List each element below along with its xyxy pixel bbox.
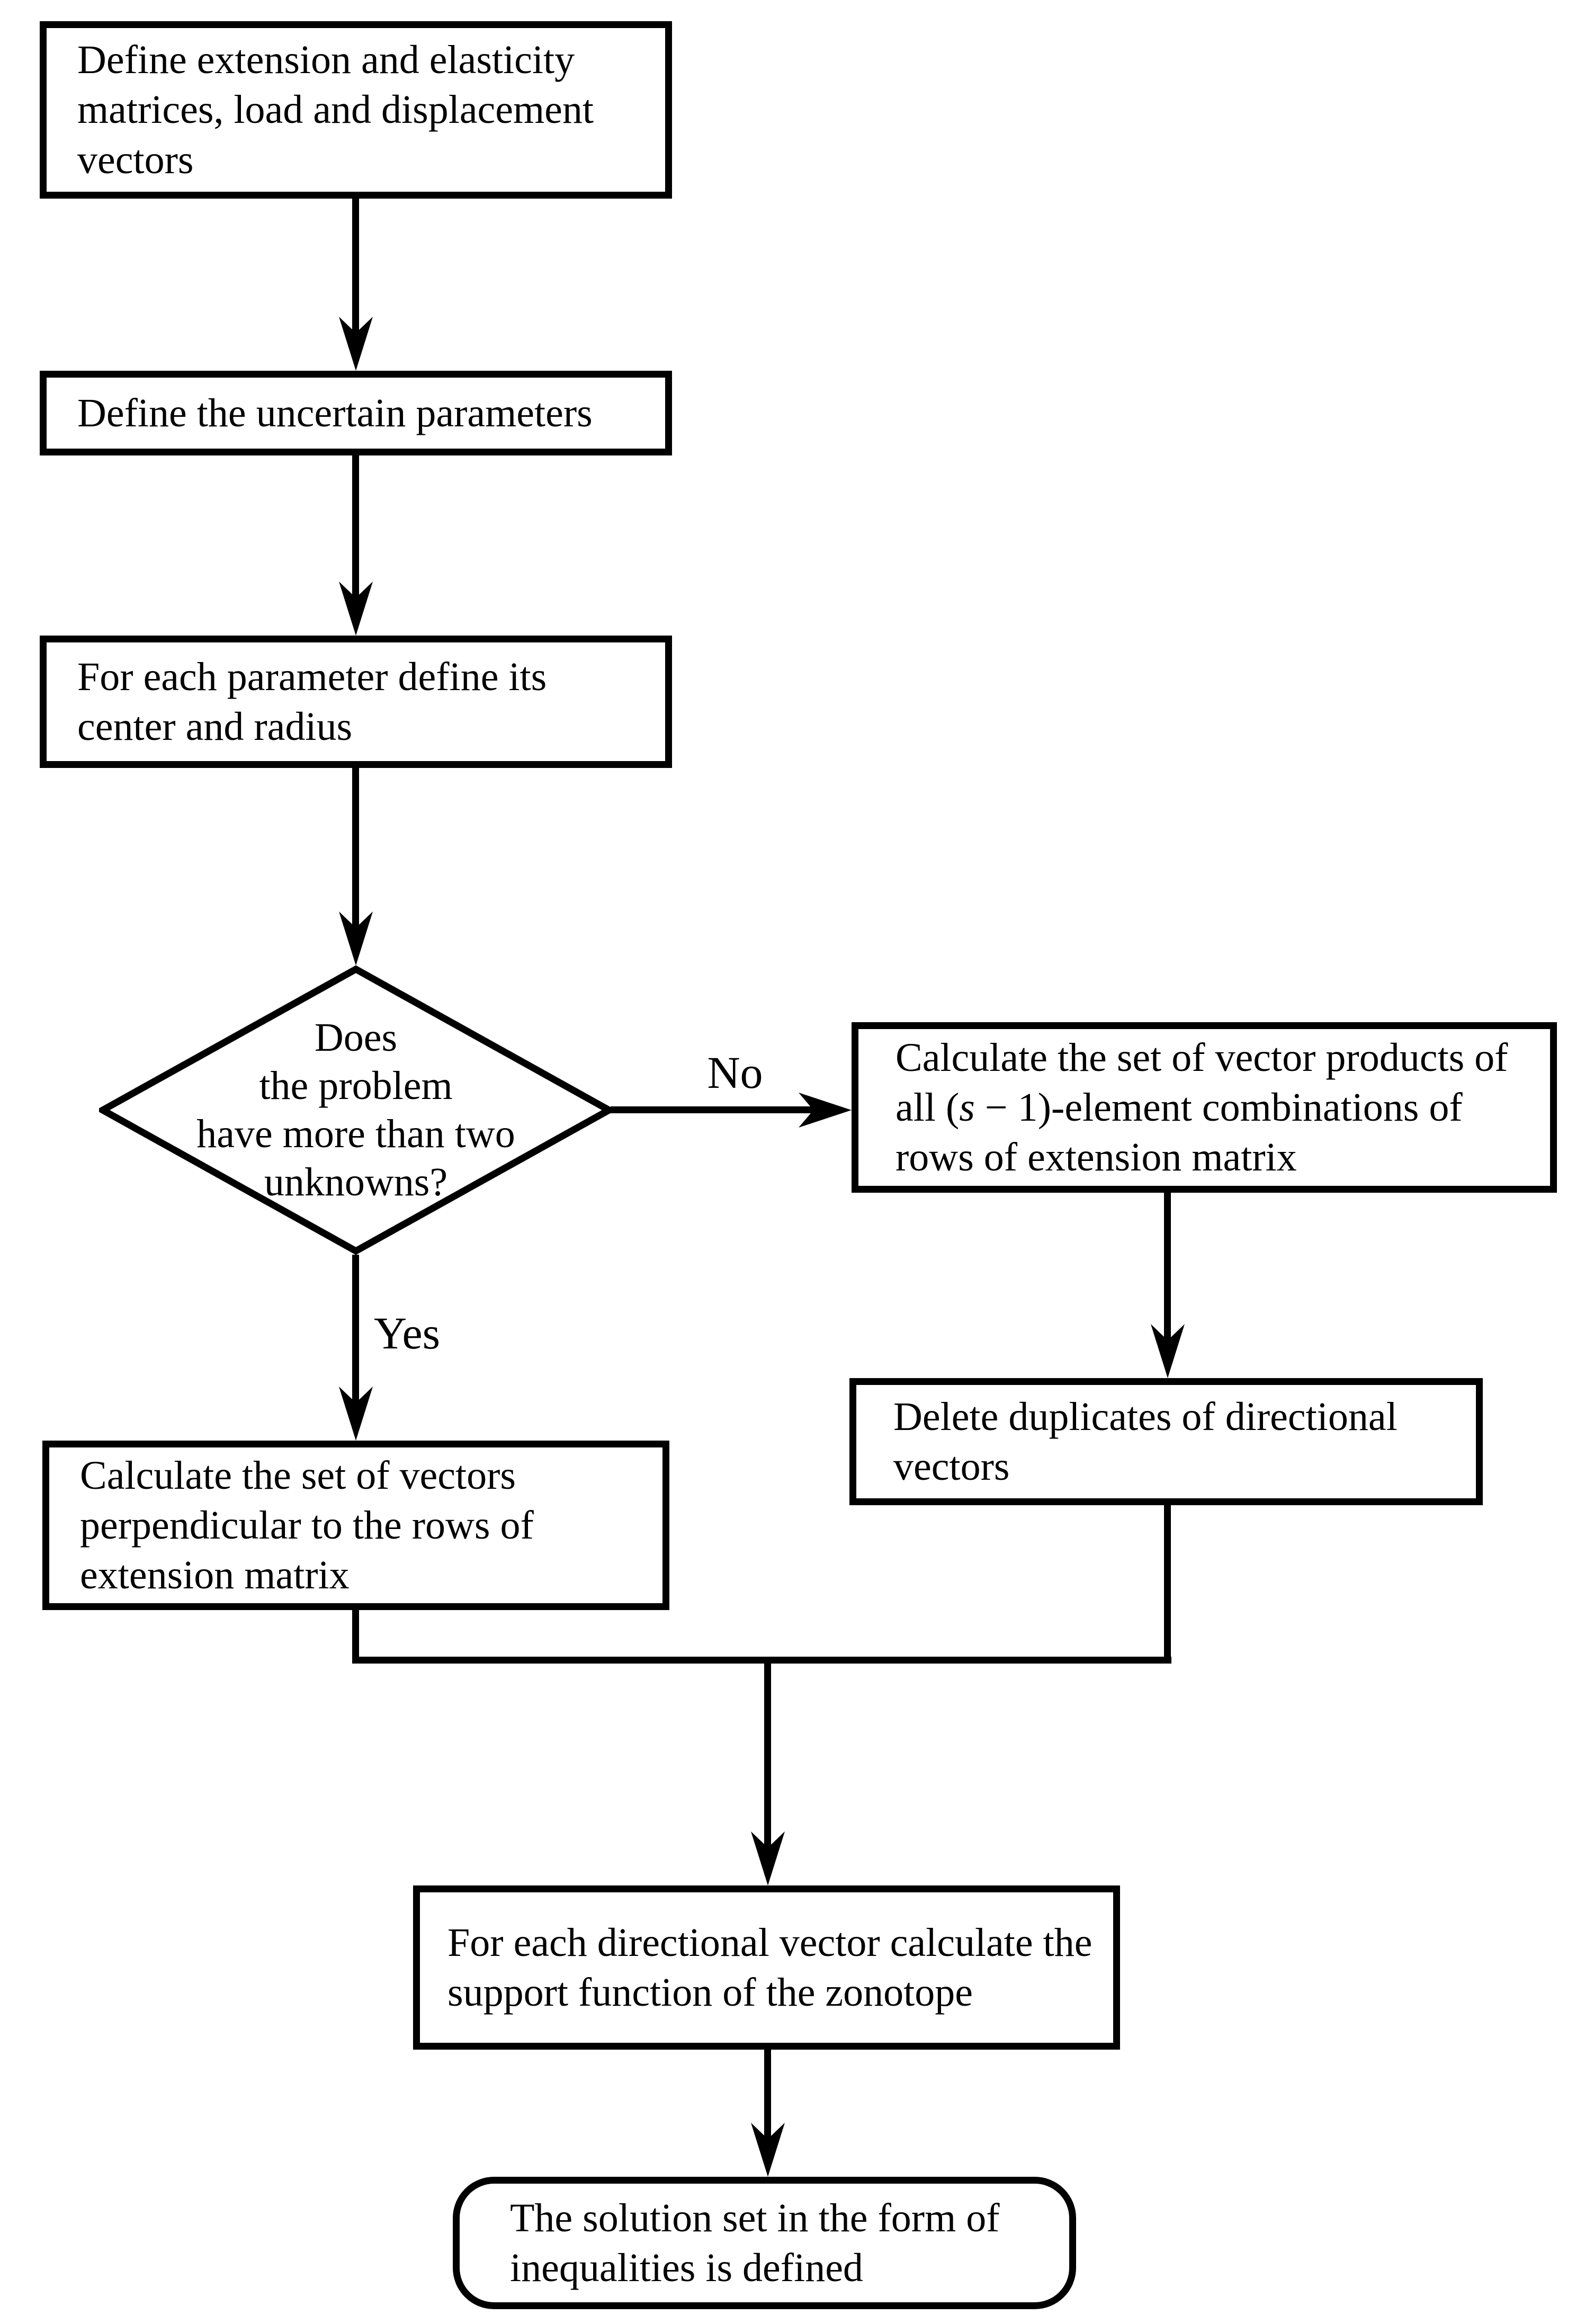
arrow-merge-to-support-stem [764, 1657, 771, 1851]
decision-line-4: unknowns? [264, 1160, 448, 1205]
vector-products-variable-s: s [959, 1085, 975, 1130]
arrow-no-branch-stem [611, 1106, 820, 1113]
node-support-function-label: For each directional vector calculate th… [447, 1920, 1093, 2015]
node-delete-duplicates-label: Delete duplicates of directional vectors [893, 1394, 1398, 1489]
node-perpendicular-vectors-label: Calculate the set of vectors perpendicul… [80, 1453, 534, 1598]
node-define-uncertain-params: Define the uncertain parameters [40, 371, 672, 455]
node-vector-products: Calculate the set of vector products of … [852, 1022, 1557, 1193]
arrow-yes-branch-stem [352, 1255, 359, 1406]
diamond-shape [99, 966, 613, 1255]
vector-products-text-post: − 1)-element combinations of rows of ext… [896, 1085, 1463, 1180]
node-define-uncertain-params-label: Define the uncertain parameters [77, 390, 593, 435]
arrow-support-to-solution-stem [764, 2050, 771, 2142]
node-solution-set-label: The solution set in the form of inequali… [510, 2195, 1000, 2290]
arrow-matrices-to-uncertain-stem [352, 199, 359, 336]
node-define-center-radius-label: For each parameter define its center and… [77, 654, 547, 749]
node-vector-products-label: Calculate the set of vector products of … [896, 1033, 1529, 1183]
connector-merge-bar-line [352, 1657, 1171, 1664]
decision-line-3: have more than two [196, 1112, 515, 1156]
node-perpendicular-vectors: Calculate the set of vectors perpendicul… [42, 1441, 669, 1610]
node-support-function: For each directional vector calculate th… [413, 1885, 1120, 2050]
connector-delete-duplicates-down-line [1164, 1505, 1171, 1664]
connector-perpendicular-down-line [352, 1610, 359, 1664]
arrow-center-radius-to-decision-stem [352, 768, 359, 931]
node-delete-duplicates: Delete duplicates of directional vectors [849, 1378, 1483, 1505]
node-define-matrices-label: Define extension and elasticity matrices… [77, 38, 594, 182]
vector-products-text-pre: Calculate the set of vector products of … [896, 1035, 1508, 1130]
decision-line-2: the problem [259, 1063, 453, 1108]
node-define-center-radius: For each parameter define its center and… [40, 636, 672, 768]
node-decision-unknowns: Does the problem have more than two unkn… [99, 966, 613, 1255]
node-solution-set: The solution set in the form of inequali… [453, 2177, 1076, 2309]
node-decision-unknowns-label: Does the problem have more than two unkn… [99, 966, 613, 1255]
edge-label-no: No [707, 1047, 763, 1098]
arrow-uncertain-to-center-radius-stem [352, 455, 359, 601]
edge-label-yes: Yes [374, 1308, 441, 1358]
decision-line-1: Does [314, 1015, 398, 1060]
arrow-vector-products-to-delete-stem [1164, 1193, 1171, 1344]
node-define-matrices: Define extension and elasticity matrices… [40, 21, 672, 199]
